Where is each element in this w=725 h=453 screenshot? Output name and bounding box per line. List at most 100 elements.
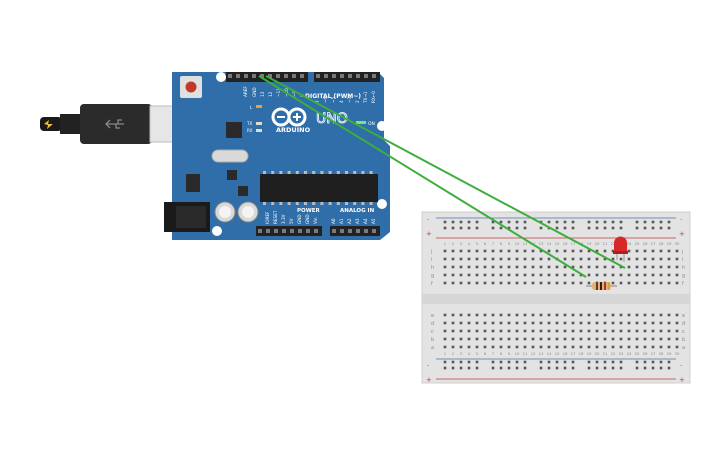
header-pin[interactable]: [290, 229, 294, 233]
rail-hole[interactable]: [595, 220, 599, 224]
breadboard-hole[interactable]: [643, 337, 647, 341]
breadboard-hole[interactable]: [595, 329, 599, 333]
breadboard-hole[interactable]: [611, 265, 615, 269]
header-pin[interactable]: [244, 74, 248, 78]
rail-hole[interactable]: [491, 220, 495, 224]
arduino-uno-board[interactable]: ARDUINO UNO DIGITAL (PWM~) POWER ANALOG …: [164, 72, 390, 240]
breadboard-hole[interactable]: [547, 345, 551, 349]
breadboard-hole[interactable]: [667, 281, 671, 285]
rail-hole[interactable]: [451, 360, 455, 364]
breadboard-hole[interactable]: [467, 249, 471, 253]
breadboard-hole[interactable]: [587, 313, 591, 317]
breadboard-hole[interactable]: [627, 249, 631, 253]
breadboard-hole[interactable]: [507, 257, 511, 261]
breadboard-hole[interactable]: [499, 249, 503, 253]
breadboard-hole[interactable]: [451, 337, 455, 341]
rail-hole[interactable]: [515, 220, 519, 224]
breadboard-hole[interactable]: [595, 345, 599, 349]
breadboard-hole[interactable]: [547, 249, 551, 253]
breadboard-hole[interactable]: [667, 337, 671, 341]
breadboard-hole[interactable]: [459, 337, 463, 341]
breadboard-hole[interactable]: [555, 321, 559, 325]
rail-hole[interactable]: [651, 366, 655, 370]
green-wire-gnd[interactable]: [258, 75, 587, 278]
header-pin[interactable]: [332, 229, 336, 233]
rail-hole[interactable]: [667, 226, 671, 230]
breadboard-hole[interactable]: [523, 337, 527, 341]
breadboard-hole[interactable]: [499, 329, 503, 333]
breadboard-hole[interactable]: [667, 329, 671, 333]
breadboard-hole[interactable]: [611, 273, 615, 277]
rail-hole[interactable]: [651, 220, 655, 224]
breadboard-hole[interactable]: [467, 257, 471, 261]
breadboard-hole[interactable]: [539, 281, 543, 285]
breadboard-hole[interactable]: [499, 345, 503, 349]
rail-hole[interactable]: [635, 366, 639, 370]
header-pin[interactable]: [300, 74, 304, 78]
breadboard-hole[interactable]: [523, 249, 527, 253]
rail-hole[interactable]: [539, 360, 543, 364]
rail-hole[interactable]: [563, 220, 567, 224]
breadboard-hole[interactable]: [483, 321, 487, 325]
breadboard-hole[interactable]: [451, 329, 455, 333]
rail-hole[interactable]: [547, 220, 551, 224]
rail-hole[interactable]: [619, 226, 623, 230]
breadboard-hole[interactable]: [587, 329, 591, 333]
rail-hole[interactable]: [459, 226, 463, 230]
breadboard-hole[interactable]: [571, 337, 575, 341]
breadboard-hole[interactable]: [451, 321, 455, 325]
breadboard-hole[interactable]: [507, 321, 511, 325]
breadboard-hole[interactable]: [491, 337, 495, 341]
breadboard-hole[interactable]: [459, 345, 463, 349]
breadboard-hole[interactable]: [571, 345, 575, 349]
breadboard-hole[interactable]: [547, 337, 551, 341]
rail-hole[interactable]: [619, 360, 623, 364]
breadboard-hole[interactable]: [635, 329, 639, 333]
breadboard-hole[interactable]: [539, 337, 543, 341]
breadboard-hole[interactable]: [491, 321, 495, 325]
breadboard-hole[interactable]: [579, 249, 583, 253]
rail-hole[interactable]: [499, 366, 503, 370]
header-pin[interactable]: [228, 74, 232, 78]
breadboard-hole[interactable]: [571, 273, 575, 277]
rail-hole[interactable]: [635, 220, 639, 224]
breadboard-hole[interactable]: [635, 345, 639, 349]
rail-hole[interactable]: [651, 226, 655, 230]
breadboard-hole[interactable]: [531, 321, 535, 325]
rail-hole[interactable]: [499, 226, 503, 230]
breadboard-hole[interactable]: [515, 273, 519, 277]
rail-hole[interactable]: [459, 360, 463, 364]
rail-hole[interactable]: [651, 360, 655, 364]
rail-hole[interactable]: [523, 226, 527, 230]
breadboard-hole[interactable]: [467, 313, 471, 317]
breadboard-hole[interactable]: [443, 321, 447, 325]
rail-hole[interactable]: [443, 220, 447, 224]
rail-hole[interactable]: [491, 226, 495, 230]
rail-hole[interactable]: [659, 226, 663, 230]
breadboard-hole[interactable]: [603, 265, 607, 269]
breadboard-hole[interactable]: [667, 345, 671, 349]
breadboard-hole[interactable]: [523, 345, 527, 349]
rail-hole[interactable]: [547, 366, 551, 370]
breadboard-hole[interactable]: [627, 273, 631, 277]
breadboard-hole[interactable]: [443, 265, 447, 269]
breadboard-hole[interactable]: [651, 345, 655, 349]
breadboard-hole[interactable]: [451, 281, 455, 285]
breadboard-hole[interactable]: [507, 329, 511, 333]
rail-hole[interactable]: [475, 360, 479, 364]
breadboard-hole[interactable]: [443, 257, 447, 261]
breadboard-hole[interactable]: [531, 313, 535, 317]
rail-hole[interactable]: [555, 226, 559, 230]
breadboard-hole[interactable]: [619, 281, 623, 285]
breadboard-hole[interactable]: [635, 281, 639, 285]
breadboard-hole[interactable]: [587, 281, 591, 285]
header-pin[interactable]: [356, 74, 360, 78]
rail-hole[interactable]: [443, 366, 447, 370]
breadboard-hole[interactable]: [523, 313, 527, 317]
breadboard-hole[interactable]: [523, 257, 527, 261]
breadboard-hole[interactable]: [531, 337, 535, 341]
breadboard-hole[interactable]: [539, 265, 543, 269]
breadboard-hole[interactable]: [627, 345, 631, 349]
breadboard-hole[interactable]: [563, 249, 567, 253]
breadboard-hole[interactable]: [491, 257, 495, 261]
